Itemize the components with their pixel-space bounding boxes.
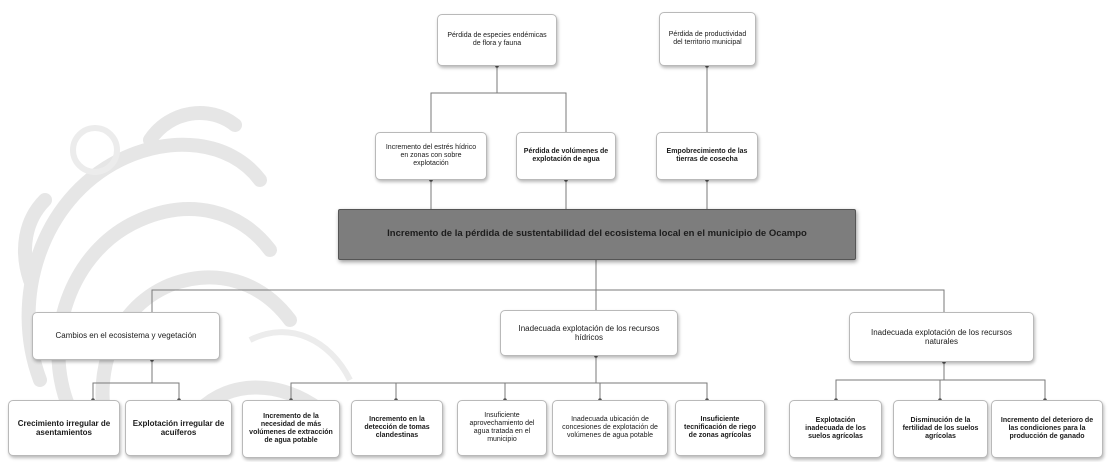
subcause-3-3-label: Incremento del deterioro de las condicio…	[1000, 416, 1094, 441]
cause-2-label: Inadecuada explotación de los recursos h…	[518, 323, 660, 342]
effect-mid-1: Incremento del estrés hídrico en zonas c…	[375, 132, 487, 180]
subcause-2-2: Incremento en la detección de tomas clan…	[351, 400, 443, 456]
effect-mid-1-label: Incremento del estrés hídrico en zonas c…	[385, 143, 477, 168]
subcause-2-3: Insuficiente aprovechamiento del agua tr…	[457, 400, 547, 456]
cause-2: Inadecuada explotación de los recursos h…	[500, 310, 678, 356]
subcause-2-5: Insuficiente tecnificación de riego de z…	[675, 400, 765, 456]
effect-top-2-label: Pérdida de productividad del territorio …	[668, 30, 747, 46]
subcause-3-1: Explotación inadecuada de los suelos agr…	[789, 400, 882, 458]
subcause-2-2-label: Incremento en la detección de tomas clan…	[364, 415, 430, 440]
subcause-3-3: Incremento del deterioro de las condicio…	[991, 400, 1103, 458]
cause-1-label: Cambios en el ecosistema y vegetación	[55, 331, 197, 341]
subcause-2-5-label: Insuficiente tecnificación de riego de z…	[684, 415, 756, 440]
subcause-2-3-label: Insuficiente aprovechamiento del agua tr…	[469, 411, 535, 444]
effect-mid-3-label: Empobrecimiento de las tierras de cosech…	[666, 147, 748, 163]
effect-mid-2-label: Pérdida de volúmenes de explotación de a…	[523, 147, 609, 163]
subcause-3-2-label: Disminución de la fertilidad de los suel…	[902, 416, 979, 441]
subcause-1-1: Crecimiento irregular de asentamientos	[8, 400, 120, 456]
subcause-2-4-label: Inadecuada ubicación de concesiones de e…	[562, 415, 658, 440]
subcause-1-1-label: Crecimiento irregular de asentamientos	[17, 418, 111, 437]
effect-top-2: Pérdida de productividad del territorio …	[659, 12, 756, 66]
subcause-1-2: Explotación irregular de acuíferos	[125, 400, 232, 456]
cause-1: Cambios en el ecosistema y vegetación	[32, 312, 220, 360]
cause-3: Inadecuada explotación de los recursos n…	[849, 312, 1034, 362]
effect-mid-3: Empobrecimiento de las tierras de cosech…	[656, 132, 758, 180]
central-problem-label: Incremento de la pérdida de sustentabili…	[387, 228, 807, 240]
effect-mid-2: Pérdida de volúmenes de explotación de a…	[516, 132, 616, 180]
effect-top-1: Pérdida de especies endémicas de flora y…	[437, 14, 557, 66]
subcause-3-2: Disminución de la fertilidad de los suel…	[893, 400, 988, 458]
subcause-3-1-label: Explotación inadecuada de los suelos agr…	[805, 416, 866, 441]
subcause-2-4: Inadecuada ubicación de concesiones de e…	[552, 400, 668, 456]
cause-3-label: Inadecuada explotación de los recursos n…	[871, 327, 1012, 346]
subcause-2-1: Incremento de la necesidad de más volúme…	[242, 400, 340, 458]
subcause-2-1-label: Incremento de la necesidad de más volúme…	[249, 412, 333, 445]
effect-top-1-label: Pérdida de especies endémicas de flora y…	[447, 31, 547, 47]
central-problem: Incremento de la pérdida de sustentabili…	[338, 209, 856, 260]
subcause-1-2-label: Explotación irregular de acuíferos	[132, 418, 225, 437]
